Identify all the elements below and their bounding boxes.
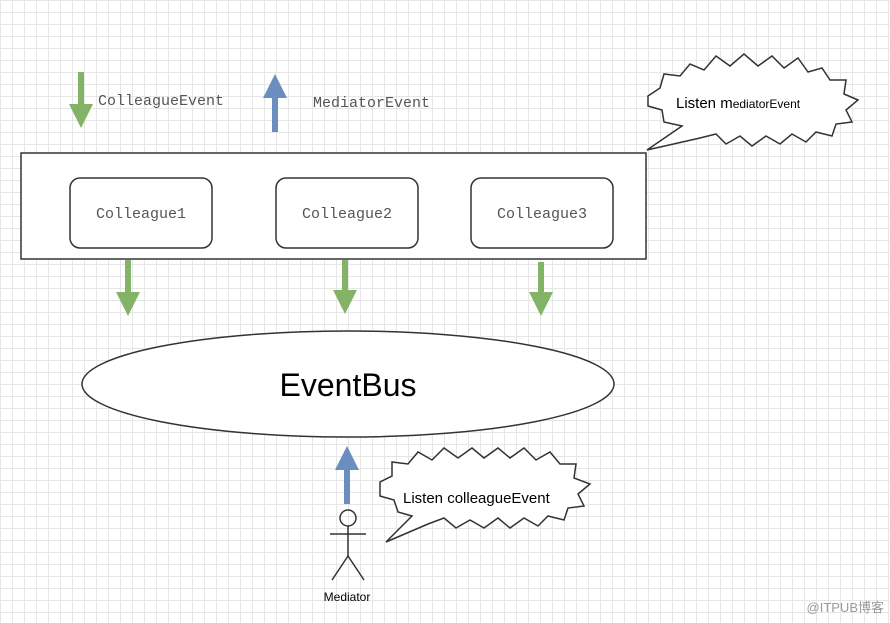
listen-mediator-callout-text: Listen mediatorEvent: [676, 95, 801, 112]
mediator-label: Mediator: [324, 590, 371, 604]
mediator-to-bus-arrow: [335, 446, 359, 504]
colleague-3-label: Colleague3: [497, 206, 587, 223]
colleague-1-label: Colleague1: [96, 206, 186, 223]
mediator-actor-icon: [330, 509, 366, 581]
colleague-2-to-bus-arrow: [333, 260, 357, 314]
event-bus: EventBus: [81, 330, 615, 438]
colleague-box-2: Colleague2: [275, 177, 419, 249]
mediator-event-label: MediatorEvent: [313, 95, 430, 112]
colleague-box-1: Colleague1: [69, 177, 213, 249]
colleague-3-to-bus-arrow: [529, 262, 553, 316]
listen-colleague-callout-shape: [379, 447, 592, 543]
colleague-event-label: ColleagueEvent: [98, 93, 224, 110]
watermark: @ITPUB博客: [807, 600, 884, 615]
listen-mediator-callout-shape: [646, 53, 860, 151]
colleague-box-3: Colleague3: [470, 177, 614, 249]
listen-colleague-callout-text: Listen colleagueEvent: [403, 490, 551, 507]
event-bus-label: EventBus: [280, 367, 417, 403]
colleague-2-label: Colleague2: [302, 206, 392, 223]
mediator-event-up-arrow: [263, 74, 287, 132]
colleague-1-to-bus-arrow: [116, 260, 140, 316]
colleague-event-down-arrow: [69, 72, 93, 128]
